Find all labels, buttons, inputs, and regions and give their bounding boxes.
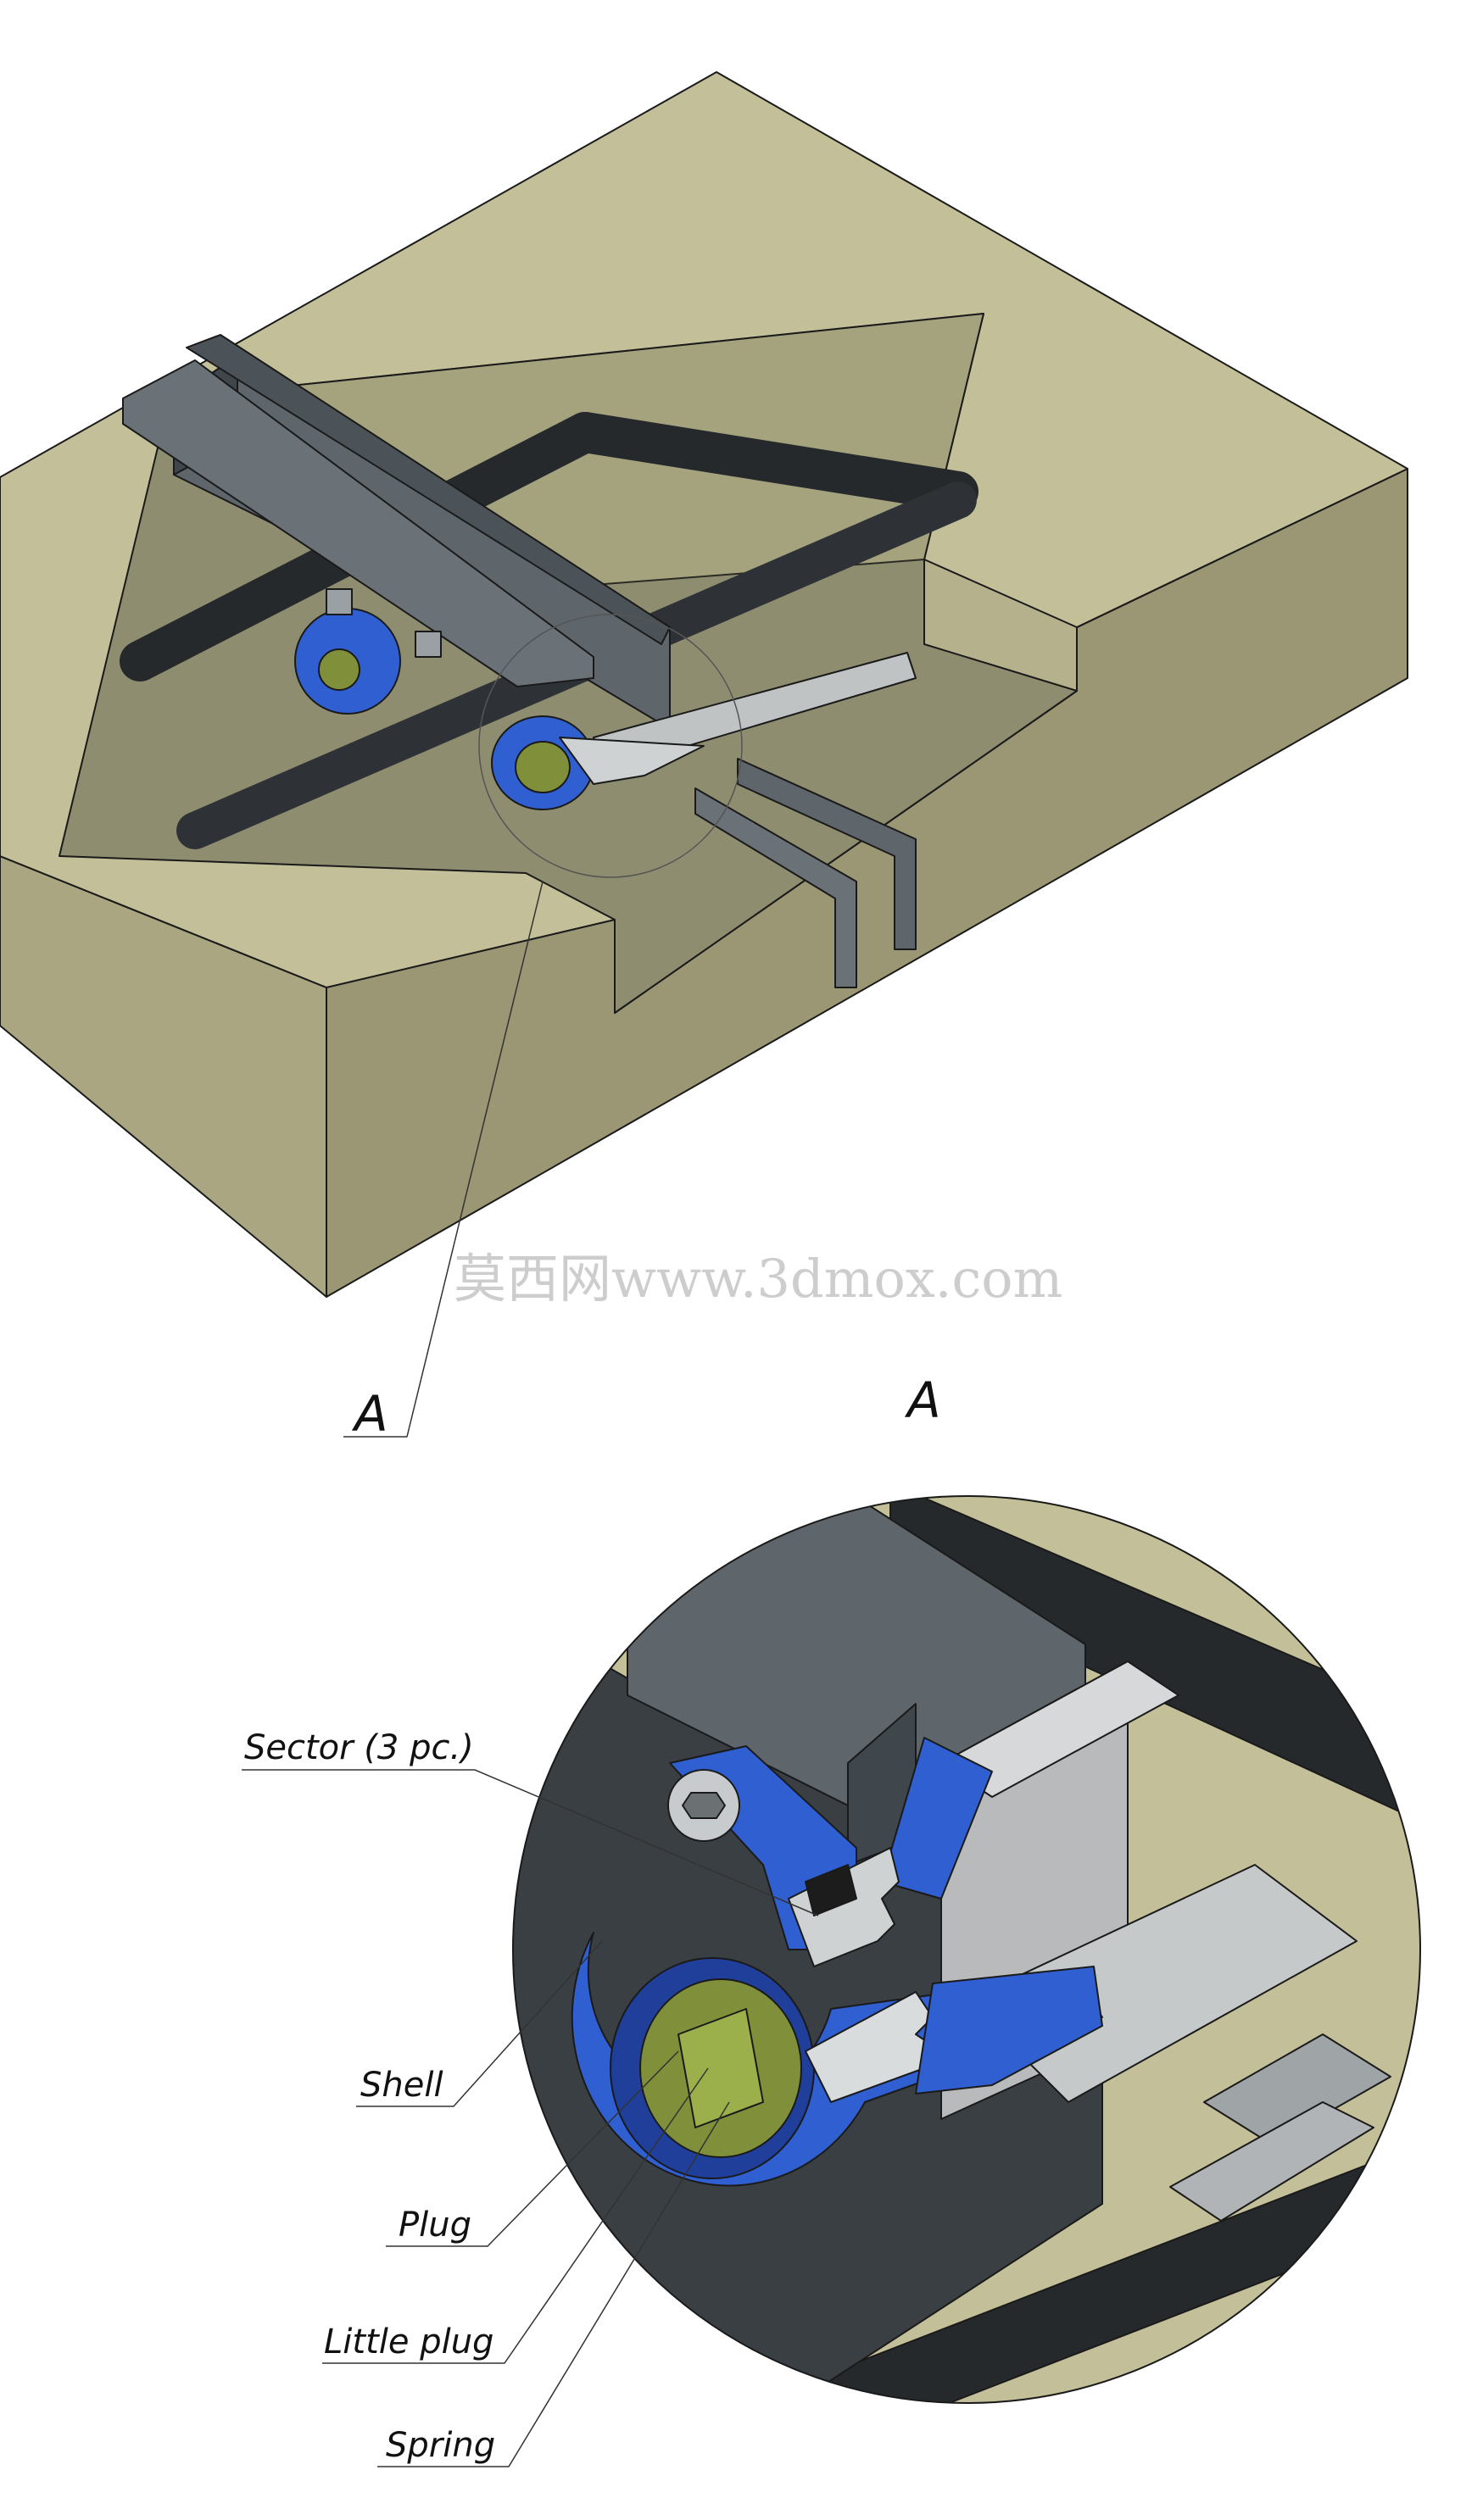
cavity-right-step: [923, 559, 1078, 692]
section-marker-label: A: [351, 1385, 388, 1443]
detail-view-a: [513, 1496, 1420, 2403]
callout-leader-plug: [386, 2050, 679, 2247]
callout-leader-spring: [377, 2101, 730, 2467]
detail-circle-indicator: [478, 614, 743, 878]
slotted-bar-1: [694, 787, 857, 988]
detail-little-plug: [677, 2008, 764, 2128]
detail-view-border: [512, 1495, 1421, 2404]
detail-spring: [805, 1864, 857, 1916]
callout-label-sector: Sector (3 pc.): [244, 1728, 474, 1767]
callout-label-shell: Shell: [360, 2066, 443, 2105]
clamp-right: [491, 715, 705, 810]
callout-label-little-plug: Little plug: [324, 2323, 493, 2361]
clamp-left: [294, 588, 442, 715]
detail-sector-upper: [788, 1847, 900, 1967]
callout-leader-sector: [242, 1769, 819, 1916]
callout-label-plug: Plug: [399, 2206, 471, 2245]
detail-clamp-lower-jaw: [915, 1966, 1103, 2094]
detail-view-title: A: [904, 1371, 941, 1429]
guide-rod-upper-far: [565, 412, 978, 512]
detail-clamp-arm-right: [881, 1737, 993, 1900]
watermark: 莫西网www.3dmox.com: [454, 1248, 1062, 1310]
slotted-bar-2: [737, 758, 917, 950]
detail-rod-lower: [762, 2135, 1420, 2403]
guide-bar-top-2: [186, 334, 671, 645]
detail-bolt-hex: [682, 1792, 726, 1819]
callouts: [242, 1769, 819, 2467]
callout-leader-shell: [356, 1940, 603, 2107]
detail-slot-bar: [1169, 2101, 1374, 2222]
section-leader-line: [343, 881, 544, 1438]
guide-bar-top: [122, 359, 594, 687]
callout-leader-little-plug: [322, 2067, 709, 2364]
isometric-assembly: [0, 71, 1408, 1438]
callout-label-spring: Spring: [386, 2426, 495, 2465]
detail-tape-strip-end: [1203, 2033, 1391, 2145]
